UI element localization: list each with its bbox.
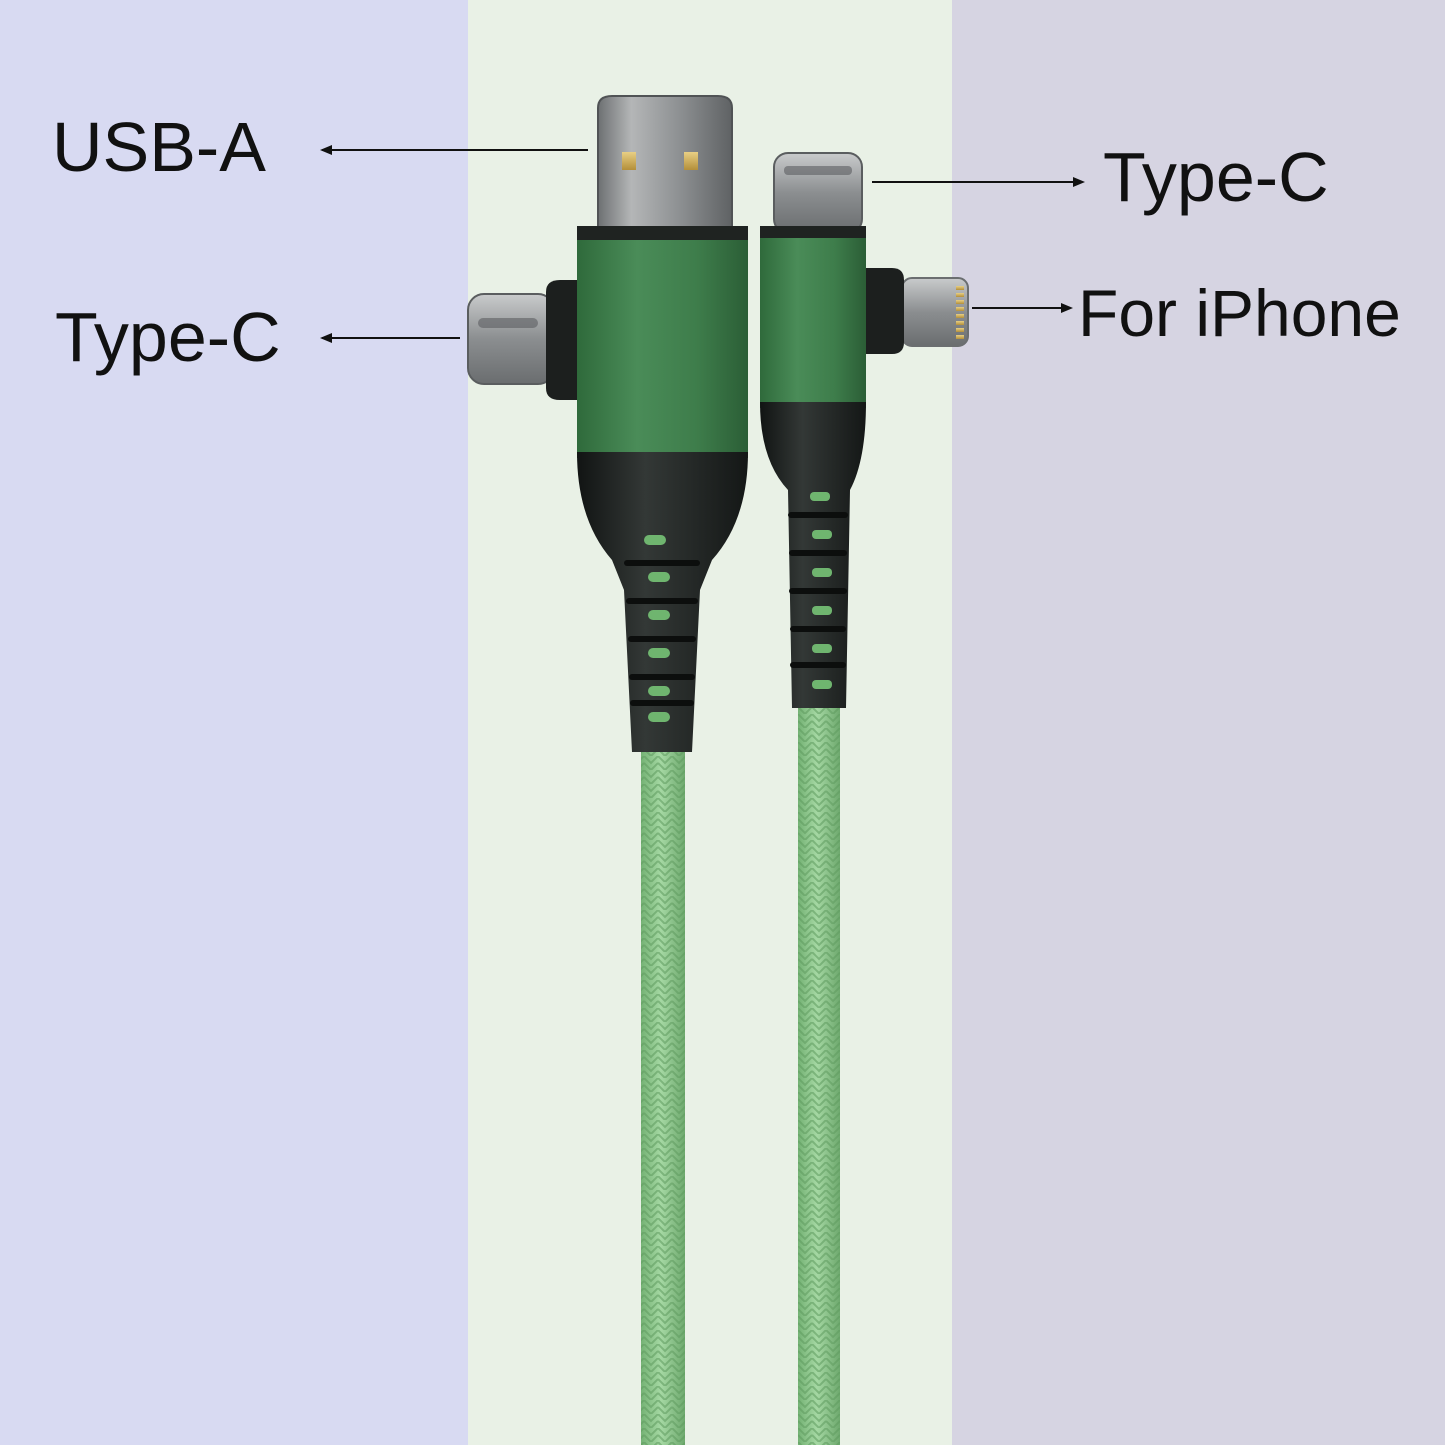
left-connector: [467, 95, 748, 1445]
type-c-right-label: Type-C: [1103, 138, 1329, 216]
right-background-panel: [952, 0, 1445, 1445]
left-green-housing: [577, 226, 748, 458]
usb-a-label: USB-A: [52, 108, 266, 186]
right-connector: [760, 152, 969, 1445]
right-green-housing: [760, 226, 866, 408]
type-c-top-plug: [773, 152, 863, 234]
usb-a-contact-left: [622, 152, 636, 170]
lightning-side-hinge: [860, 268, 904, 354]
left-background-panel: [0, 0, 468, 1445]
callout-arrows: [320, 145, 1085, 343]
type-c-left-label: Type-C: [55, 298, 281, 376]
for-iphone-label: For iPhone: [1078, 276, 1401, 350]
usb-a-contact-right: [684, 152, 698, 170]
type-c-side-plug: [467, 293, 555, 385]
type-c-side-hinge: [546, 280, 580, 400]
usb-a-plug: [597, 95, 733, 233]
